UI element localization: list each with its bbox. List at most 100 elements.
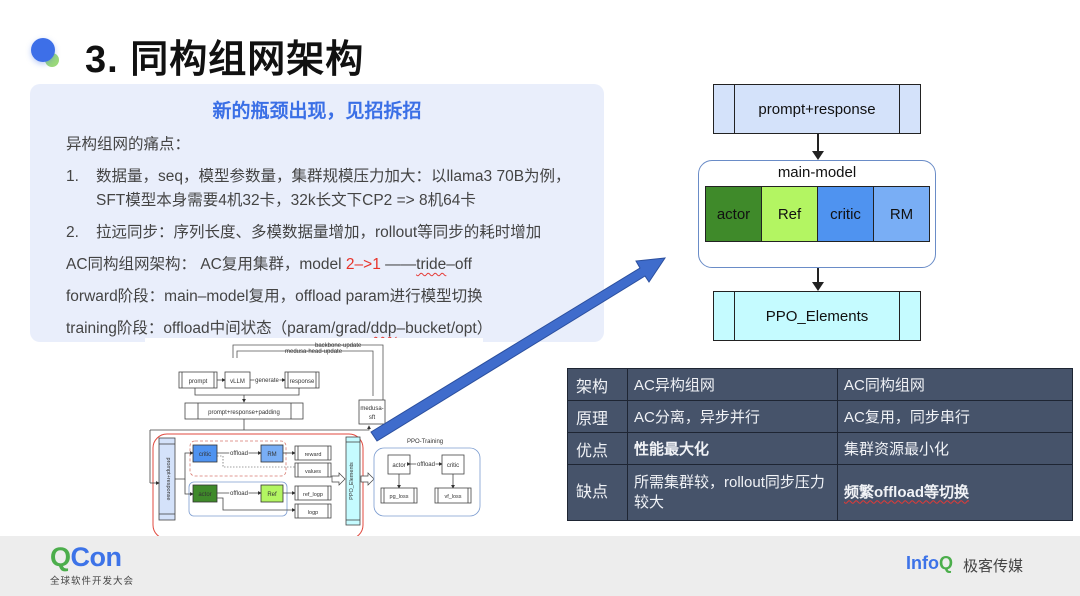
panel-ac-architecture: AC同构组网架构： AC复用集群，model 2–>1 ——tride–off — [66, 252, 472, 274]
arrow-prompt-to-main-head — [812, 151, 824, 160]
mini-critic-offload-label: offload — [230, 451, 248, 457]
point-1-line-2: SFT模型本身需要4机32卡，32k长文下CP2 => 8机64卡 — [96, 192, 476, 209]
main-model-cell-actor: actor — [706, 187, 762, 241]
mini-response-label: response — [290, 379, 315, 385]
footer: QCon 全球软件开发大会 InfoQ 极客传媒 — [0, 536, 1080, 596]
hybrid-architecture-diagram: backbone-update medusa-head-update promp… — [145, 338, 483, 541]
mini-ppo-training-label: PPO-Training — [407, 439, 443, 445]
infoq-logo-info: Info — [906, 553, 939, 573]
mini-reward-label: reward — [305, 452, 322, 458]
comparison-table: 架构 AC异构组网 AC同构组网 原理 AC分离，异步并行 AC复用，同步串行 … — [567, 368, 1073, 521]
panel-intro: 异构组网的痛点： — [66, 136, 191, 153]
mini-prompt-label: prompt — [189, 379, 208, 385]
cell-rm-label: RM — [889, 205, 914, 223]
mini-ref-box — [260, 484, 284, 503]
mini-values-label: values — [305, 469, 321, 475]
arrow-prompt-to-main-line — [817, 134, 819, 151]
panel-point-2: 2. 拉远同步：序列长度、多模数据量增加，rollout等同步的耗时增加 — [66, 220, 541, 242]
main-prompt-response-box: prompt+response — [713, 84, 921, 134]
main-model-container: main-model actor Ref critic RM — [698, 160, 936, 268]
mini-pg-loss-label: pg_loss — [390, 494, 409, 500]
cell-critic-label: critic — [830, 205, 861, 223]
panel-forward-stage: forward阶段：main–model复用，offload param进行模型… — [66, 288, 483, 305]
homogeneous-cell: AC同构组网 — [837, 368, 1073, 401]
main-prompt-response-label: prompt+response — [758, 100, 876, 118]
heterogeneous-cell: AC异构组网 — [627, 368, 838, 401]
row-header: 架构 — [567, 368, 628, 401]
mini-rm-box — [260, 444, 284, 463]
panel-point-1-cont: SFT模型本身需要4机32卡，32k长文下CP2 => 8机64卡 — [66, 188, 476, 210]
mini-critic-label: critic — [199, 452, 211, 458]
slide-title: 3. 同构组网架构 — [85, 39, 365, 81]
cell-ref-label: Ref — [777, 205, 802, 223]
main-model-cell-critic: critic — [818, 187, 874, 241]
point-2-number: 2. — [66, 224, 79, 241]
training-suffix: –bucket/opt） — [396, 320, 493, 337]
point-2-text: 拉远同步：序列长度、多模数据量增加，rollout等同步的耗时增加 — [96, 224, 542, 241]
mini-pg-loss-box — [380, 487, 418, 504]
table-row: 优点 性能最大化 集群资源最小化 — [567, 432, 1073, 465]
info-panel: 新的瓶颈出现，见招拆招 异构组网的痛点： 1. 数据量，seq，模型参数量，集群规… — [30, 84, 604, 342]
main-model-label: main-model — [777, 164, 857, 181]
training-prefix: training阶段：offload中间状态（param/grad/ — [66, 320, 371, 337]
main-ppo-elements-box: PPO_Elements — [713, 291, 921, 341]
mini-critic-box — [192, 444, 218, 463]
mini-hollow-arrow-2 — [360, 472, 375, 486]
arrow-main-to-ppo-line — [817, 268, 819, 282]
mini-rm-label: RM — [267, 452, 276, 458]
table-row: 缺点 所需集群较，rollout同步压力较大 频繁offload等切换 — [567, 464, 1073, 521]
qcon-logo-con: Con — [70, 542, 122, 572]
mini-vf-loss-box — [434, 487, 472, 504]
heterogeneous-cell: AC分离，异步并行 — [627, 400, 838, 433]
main-model-cells: actor Ref critic RM — [705, 186, 930, 242]
infoq-logo: InfoQ — [906, 553, 953, 574]
mini-values-box — [294, 462, 332, 478]
mini-hollow-arrow-1 — [331, 472, 346, 486]
table-row: 原理 AC分离，异步并行 AC复用，同步串行 — [567, 400, 1073, 433]
panel-training-stage: training阶段：offload中间状态（param/grad/ddp–bu… — [66, 316, 492, 338]
mini-vertical-ppo-elements — [345, 436, 361, 526]
mini-train-actor-label: actor — [392, 463, 405, 469]
mini-ref-logp-box — [294, 485, 332, 501]
row-header: 原理 — [567, 400, 628, 433]
ac-dash: —— — [380, 256, 417, 273]
heterogeneous-cell: 所需集群较，rollout同步压力较大 — [627, 464, 838, 521]
mini-vertical-prompt-response-label: prompt+response — [165, 458, 171, 501]
main-model-cell-rm: RM — [874, 187, 929, 241]
mini-ref-logp-label: ref_logp — [303, 492, 323, 498]
homogeneous-cell: 频繁offload等切换 — [837, 464, 1073, 521]
mini-vertical-ppo-elements-label: PPO_Elements — [349, 462, 355, 500]
ac-tradeoff-misspelled: tride — [416, 256, 447, 273]
mini-actor-box — [192, 484, 218, 503]
point-1-number: 1. — [66, 168, 79, 185]
qcon-logo: QCon — [50, 542, 122, 573]
title-bullet-blue-dot — [31, 38, 55, 62]
mini-generate-label: generate — [255, 378, 279, 384]
mini-train-critic-label: critic — [447, 463, 459, 469]
mini-vllm-label: vLLM — [230, 379, 245, 385]
ac-suffix: –off — [446, 256, 472, 273]
cell-actor-label: actor — [716, 205, 751, 223]
ac-prefix: AC同构组网架构： AC复用集群，model — [66, 256, 346, 273]
ac-highlight: 2–>1 — [345, 256, 381, 273]
backbone-update-label: backbone-update — [315, 343, 362, 349]
row-header: 缺点 — [567, 464, 628, 521]
training-squiggle: ddp — [370, 320, 397, 337]
point-1-line-1: 数据量，seq，模型参数量，集群规模压力加大：以llama3 70B为例， — [96, 168, 571, 185]
homogeneous-cell: AC复用，同步串行 — [837, 400, 1073, 433]
medusa-head-update-label: medusa-head-update — [285, 349, 343, 355]
mini-logp-box — [294, 503, 332, 519]
main-model-cell-ref: Ref — [762, 187, 818, 241]
homogeneous-cell: 集群资源最小化 — [837, 432, 1073, 465]
panel-heading: 新的瓶颈出现，见招拆招 — [212, 101, 422, 122]
homogeneous-drawback-text: 频繁offload等切换 — [844, 483, 969, 501]
qcon-subtitle: 全球软件开发大会 — [50, 576, 135, 587]
mini-actor-label: actor — [198, 492, 211, 498]
mini-response-box — [284, 371, 320, 389]
mini-inference-container — [152, 433, 364, 540]
mini-reward-box — [294, 445, 332, 461]
mini-train-offload-label: offload — [417, 462, 435, 468]
mini-ref-label: Ref — [267, 492, 277, 498]
hybrid-diagram-svg: backbone-update medusa-head-update promp… — [149, 343, 481, 540]
infoq-logo-q: Q — [939, 553, 954, 573]
